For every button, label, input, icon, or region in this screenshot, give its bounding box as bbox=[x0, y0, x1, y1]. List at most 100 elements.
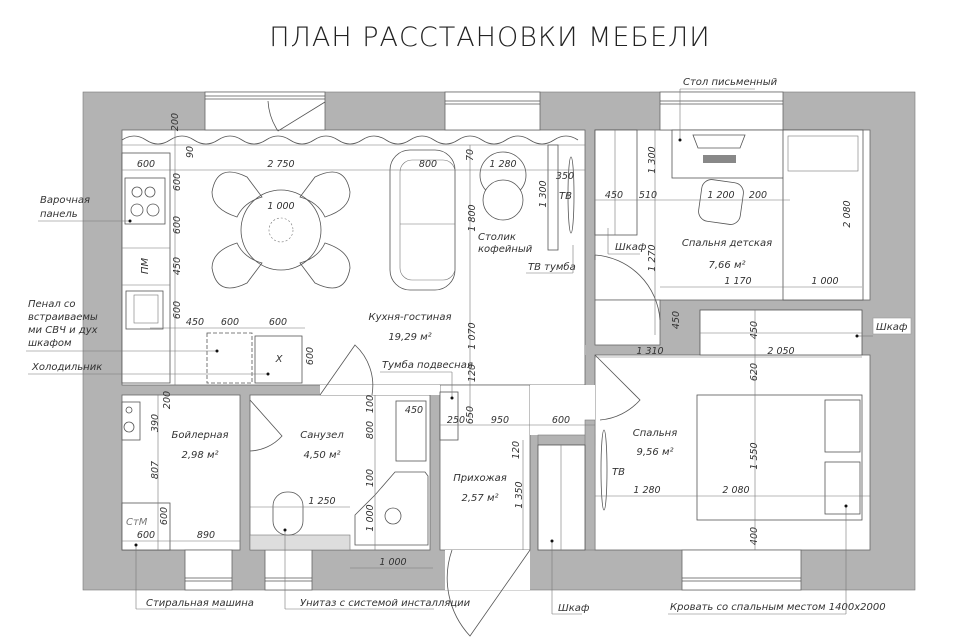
dim: 450 bbox=[671, 311, 682, 329]
dim: 390 bbox=[150, 414, 161, 432]
dim: 100 bbox=[365, 395, 376, 413]
room-area-kitchen: 19,29 м² bbox=[388, 332, 431, 343]
callout-tall-unit: встраиваемы bbox=[28, 312, 98, 323]
dimensions: 200 90 600 2 750 800 70 1 280 350 1 300 … bbox=[137, 113, 853, 568]
dim: 650 bbox=[465, 406, 476, 424]
dim: 1 200 bbox=[707, 190, 734, 201]
callout-hob: панель bbox=[40, 209, 78, 220]
room-name-child: Спальня детская bbox=[682, 238, 772, 249]
sink bbox=[125, 290, 164, 330]
sofa bbox=[389, 149, 456, 291]
dim: 120 bbox=[467, 364, 478, 382]
dim: 620 bbox=[749, 363, 760, 381]
room-name-bath: Санузел bbox=[300, 430, 344, 441]
dim: 400 bbox=[749, 527, 760, 545]
dim: 2 080 bbox=[842, 200, 853, 227]
dim: 450 bbox=[605, 190, 623, 201]
wardrobe-bedroom bbox=[699, 309, 863, 356]
desk-chair bbox=[698, 179, 744, 225]
dim: 450 bbox=[186, 317, 204, 328]
tv-bedroom bbox=[600, 429, 608, 511]
dim: 1 280 bbox=[489, 159, 516, 170]
fridge bbox=[254, 335, 303, 384]
dim: 1 000 bbox=[365, 504, 376, 531]
dim: 600 bbox=[159, 507, 170, 525]
dim: 510 bbox=[639, 190, 657, 201]
dim: 1 000 bbox=[379, 557, 406, 568]
coffee-table bbox=[479, 151, 527, 221]
dim: 100 bbox=[365, 469, 376, 487]
callout-tv-bedroom: ТВ bbox=[612, 467, 625, 478]
dimension-lines bbox=[122, 130, 870, 569]
washer-short-label: СтМ bbox=[126, 517, 148, 528]
tall-unit bbox=[206, 332, 253, 384]
dim: 800 bbox=[365, 421, 376, 439]
dim: 600 bbox=[172, 216, 183, 234]
dim: 600 bbox=[269, 317, 287, 328]
callout-wardrobe-hall: Шкаф bbox=[558, 603, 590, 614]
dim: 600 bbox=[137, 159, 155, 170]
callout-coffee-table: Столик bbox=[478, 232, 516, 243]
dim: 200 bbox=[749, 190, 767, 201]
dim: 1 280 bbox=[633, 485, 660, 496]
callout-wardrobe-bedroom: Шкаф bbox=[876, 322, 908, 333]
plan-title: ПЛАН РАССТАНОВКИ МЕБЕЛИ bbox=[269, 22, 710, 53]
dishwasher-label: ПМ bbox=[140, 258, 151, 275]
dim: 200 bbox=[170, 113, 181, 131]
doors bbox=[249, 100, 661, 637]
callout-tv-stand: ТВ тумба bbox=[528, 261, 576, 273]
dim: 200 bbox=[162, 391, 173, 409]
dim: 1 350 bbox=[514, 481, 525, 508]
callout-hob: Варочная bbox=[40, 195, 90, 206]
callout-hanging-unit: Тумба подвесная bbox=[382, 359, 473, 371]
curtain bbox=[121, 135, 579, 145]
dim: 600 bbox=[172, 173, 183, 191]
room-area-bedroom: 9,56 м² bbox=[637, 447, 674, 458]
toilet bbox=[272, 491, 304, 536]
dim: 600 bbox=[137, 530, 155, 541]
dim: 600 bbox=[172, 301, 183, 319]
dim: 600 bbox=[305, 347, 316, 365]
wardrobe-child bbox=[594, 129, 638, 236]
dim: 350 bbox=[556, 171, 574, 182]
kitchen-counter: Х ПМ bbox=[121, 152, 303, 384]
entrance-opening bbox=[445, 550, 530, 590]
dim: 120 bbox=[511, 441, 522, 459]
dim: 2 080 bbox=[722, 485, 749, 496]
dim: 1 300 bbox=[538, 180, 549, 207]
dim: 90 bbox=[185, 146, 196, 158]
dim: 1 000 bbox=[267, 201, 294, 212]
dim: 600 bbox=[552, 415, 570, 426]
dim: 1 270 bbox=[647, 244, 658, 271]
callouts: Варочная панель Пенал со встраиваемы ми … bbox=[26, 77, 912, 615]
hob bbox=[124, 177, 166, 225]
dim: 1 250 bbox=[308, 496, 335, 507]
room-labels: Кухня-гостиная 19,29 м² Спальня детская … bbox=[171, 238, 772, 504]
callout-toilet: Унитаз с системой инсталляции bbox=[300, 598, 471, 609]
dim: 600 bbox=[221, 317, 239, 328]
room-area-hall: 2,57 м² bbox=[462, 493, 499, 504]
windows bbox=[184, 91, 802, 591]
callout-bed: Кровать со спальным местом 1400x2000 bbox=[670, 602, 886, 613]
callout-tall-unit: шкафом bbox=[28, 338, 72, 349]
tv-stand bbox=[547, 144, 575, 251]
dim: 1 070 bbox=[467, 322, 478, 349]
dim: 2 050 bbox=[767, 346, 794, 357]
callout-fridge: Холодильник bbox=[31, 362, 102, 373]
dim: 807 bbox=[150, 461, 161, 479]
fridge-mark: Х bbox=[275, 354, 284, 365]
dim: 890 bbox=[197, 530, 215, 541]
dim: 2 750 bbox=[267, 159, 294, 170]
room-name-kitchen: Кухня-гостиная bbox=[369, 312, 452, 323]
room-name-hall: Прихожая bbox=[453, 473, 507, 484]
dim: 1 310 bbox=[636, 346, 663, 357]
callout-coffee-table: кофейный bbox=[478, 244, 533, 255]
callout-desk: Стол письменный bbox=[683, 77, 778, 88]
double-bed bbox=[696, 394, 863, 521]
room-child-nook bbox=[594, 299, 661, 346]
callout-tv: ТВ bbox=[559, 191, 572, 202]
dim: 1 000 bbox=[811, 276, 838, 287]
washbasin bbox=[395, 400, 427, 462]
dim: 70 bbox=[465, 149, 476, 161]
